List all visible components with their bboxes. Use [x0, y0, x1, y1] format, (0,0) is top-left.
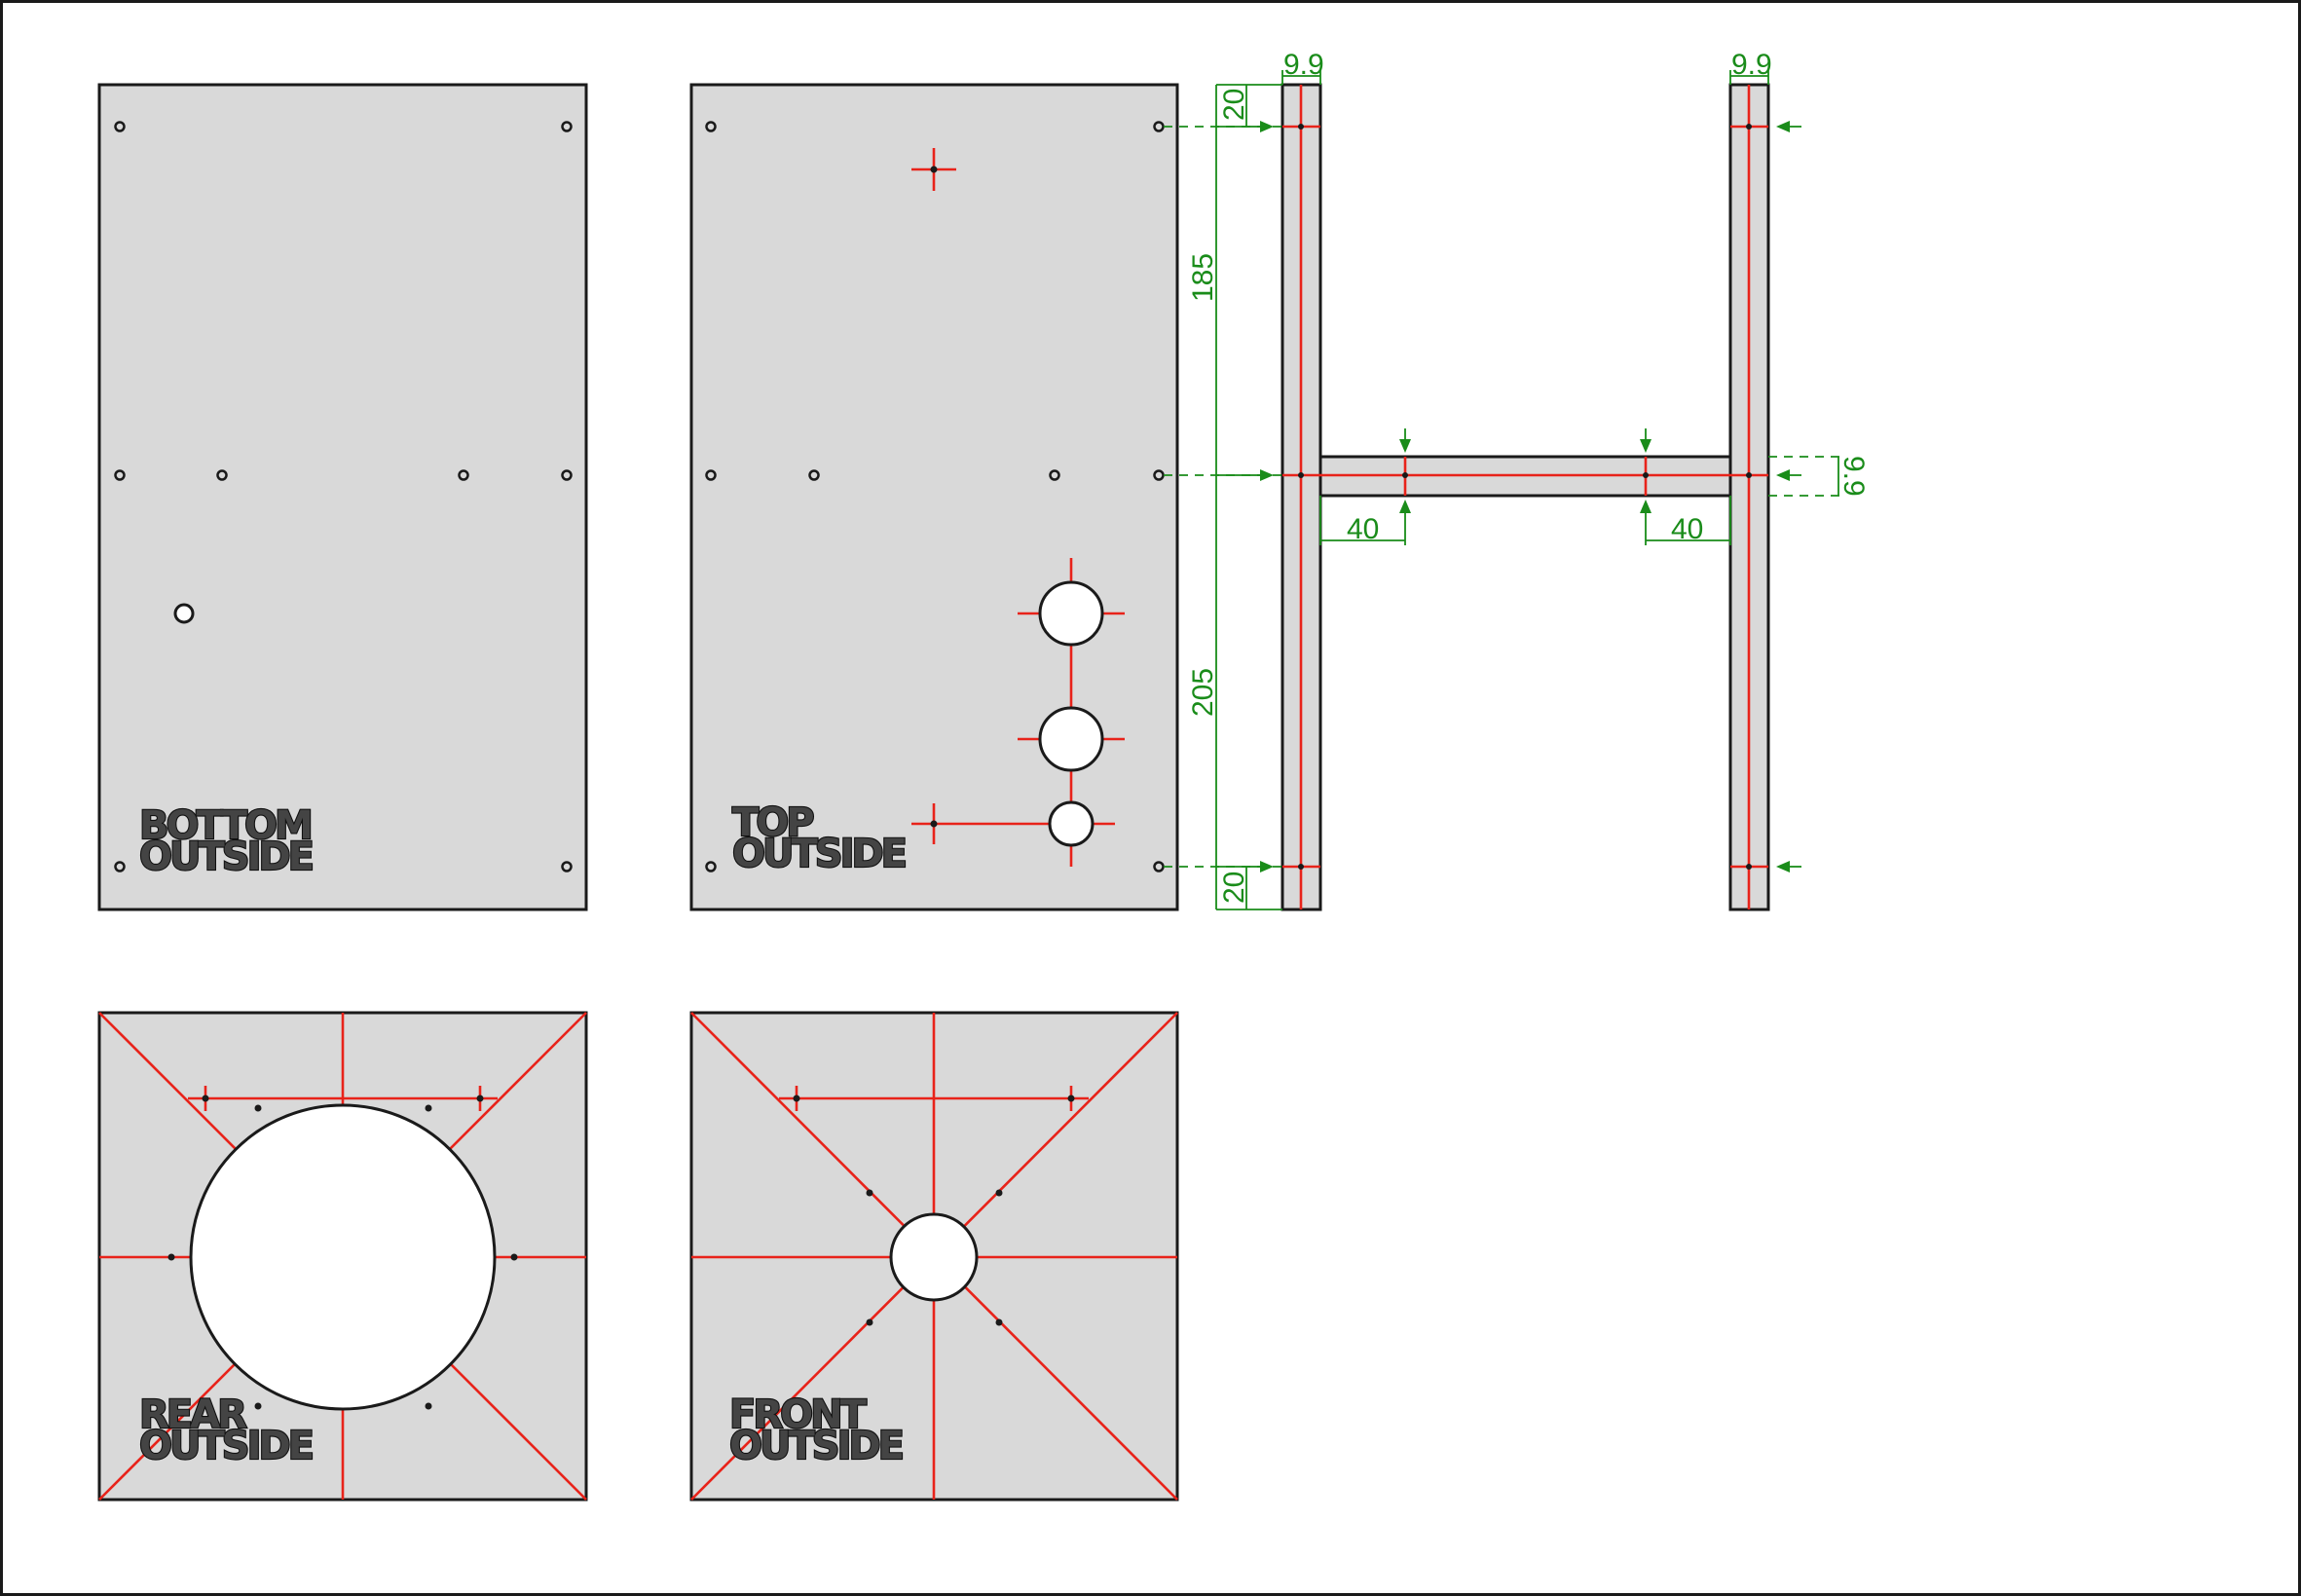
- dim-inset-right: 40: [1671, 513, 1703, 545]
- bottom-label-line2: OUTSIDE: [139, 835, 313, 879]
- dim-edge-top: 20: [1218, 89, 1250, 121]
- rear-label-line1: REAR: [139, 1392, 246, 1437]
- top-label-line1: TOP: [732, 800, 813, 845]
- section-view: [1280, 83, 1770, 911]
- dimension-annotations: 9.9 9.9 20 185 205 20: [1164, 49, 1870, 910]
- rear-label-line2: OUTSIDE: [139, 1424, 313, 1468]
- top-label-line2: OUTSIDE: [732, 832, 906, 876]
- dim-lower-span: 205: [1187, 668, 1219, 717]
- front-outside-panel: FRONT OUTSIDE: [689, 1011, 1179, 1502]
- front-label-line1: FRONT: [729, 1392, 868, 1437]
- dim-inset-left: 40: [1347, 513, 1379, 545]
- bottom-label-line1: BOTTOM: [139, 803, 311, 848]
- dim-upper-span: 185: [1187, 253, 1219, 302]
- dim-thickness-side: 9.9: [1837, 456, 1870, 497]
- front-label-line2: OUTSIDE: [729, 1424, 903, 1468]
- dim-thickness-right: 9.9: [1731, 49, 1772, 81]
- top-outside-panel: TOP OUTSIDE: [689, 83, 1179, 911]
- rear-outside-panel: REAR OUTSIDE: [97, 1011, 588, 1502]
- dim-edge-bottom: 20: [1218, 872, 1250, 904]
- dim-thickness-left: 9.9: [1283, 49, 1324, 81]
- bottom-outside-panel: BOTTOM OUTSIDE: [97, 83, 588, 911]
